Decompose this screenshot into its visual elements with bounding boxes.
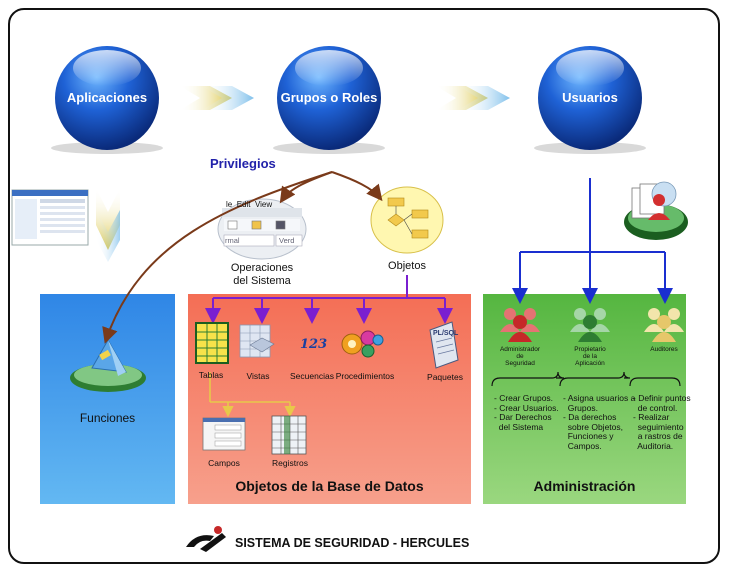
admin-people-icon [500, 308, 540, 342]
tablas-label: Tablas [198, 370, 224, 380]
db-objects-box [188, 294, 471, 504]
application-screenshot-icon [11, 189, 89, 246]
auditors-duties-list: - Definir puntos de control.- Realizar s… [633, 393, 691, 451]
purple-arrows [205, 275, 453, 324]
chevron-arrow-2 [436, 86, 510, 110]
campos-label: Campos [208, 458, 240, 468]
blue-arrows [512, 178, 673, 304]
funciones-icon [70, 338, 146, 392]
admin-braces [491, 371, 681, 387]
owner-duties-list: - Asigna usuarios a Grupos.- Da derechos… [563, 393, 636, 451]
sphere-usuarios [534, 46, 646, 154]
administracion-title: Administración [533, 478, 636, 494]
procedimientos-label: Procedimientos [335, 371, 395, 381]
paquetes-label: Paquetes [427, 372, 463, 382]
vistas-label: Vistas [246, 371, 270, 381]
operaciones-toolbar-icon [217, 198, 307, 260]
privilegios-label: Privilegios [210, 156, 276, 171]
secuencias-icon: 123 [300, 337, 327, 352]
vistas-icon [239, 324, 275, 358]
usuarios-label: Usuarios [562, 90, 618, 105]
grupos-roles-label: Grupos o Roles [280, 90, 378, 105]
svg-text:PL/SQL: PL/SQL [433, 330, 459, 337]
hercules-logo [186, 526, 226, 552]
brown-arrow-funciones [102, 171, 333, 344]
role-auditors-label: Auditores [650, 346, 678, 353]
operaciones-combo-1: rmal [225, 236, 240, 245]
brown-arrow-objetos [331, 171, 383, 202]
auditors-people-icon [644, 308, 684, 342]
objetos-label: Objetos [388, 260, 426, 272]
yellow-arrows [209, 372, 296, 418]
campos-icon [202, 417, 246, 451]
owner-people-icon [570, 308, 610, 342]
db-objects-title: Objetos de la Base de Datos [235, 478, 424, 494]
operaciones-menu: le Edit View [226, 200, 273, 209]
operaciones-combo-2: Verd [279, 236, 295, 245]
secuencias-label: Secuencias [290, 371, 334, 381]
sphere-grupos-roles [273, 46, 385, 154]
paquetes-icon: PL/SQL [429, 321, 459, 369]
admin-duties-list: - Crear Grupos.- Crear Usuarios.- Dar De… [494, 393, 559, 432]
registros-icon [271, 415, 307, 455]
procedimientos-icon [341, 330, 384, 358]
chevron-arrow-1 [180, 86, 254, 110]
sphere-aplicaciones [51, 46, 163, 154]
user-database-icon [624, 181, 688, 240]
aplicaciones-label: Aplicaciones [66, 90, 148, 105]
funciones-label: Funciones [79, 411, 136, 425]
chevron-arrow-down [96, 188, 120, 262]
svg-text:123: 123 [300, 337, 327, 352]
footer-title: SISTEMA DE SEGURIDAD - HERCULES [235, 536, 470, 550]
registros-label: Registros [272, 458, 308, 468]
objetos-flowchart-icon [370, 186, 444, 254]
tablas-icon [195, 322, 229, 364]
funciones-box [40, 294, 175, 504]
